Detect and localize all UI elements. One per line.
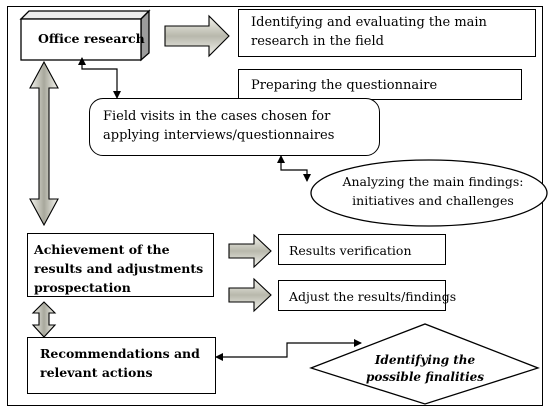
- office-research-label: Office research: [38, 31, 145, 46]
- double-arrow-office-to-achievement: [29, 60, 59, 227]
- arrow-to-adjust-results: [228, 277, 272, 313]
- preparing-questionnaire-box: [238, 69, 522, 100]
- preparing-questionnaire-label: Preparing the questionnaire: [251, 78, 438, 93]
- achievement-results-label: Achievement of the results and adjustmen…: [34, 242, 204, 295]
- recommendations-box: [27, 337, 216, 394]
- finalities-diamond: [309, 323, 540, 405]
- adjust-results-box: [278, 280, 446, 311]
- identifying-research-box: [238, 9, 536, 57]
- analyzing-ellipse: [310, 159, 548, 227]
- diagram-frame: [7, 6, 543, 406]
- arrow-to-results-verification: [228, 233, 272, 269]
- identifying-research-label: Identifying and evaluating the main rese…: [251, 15, 487, 49]
- connector-fieldvisits-to-analyzing: [277, 155, 311, 182]
- office-research-box: [19, 9, 151, 62]
- results-verification-label: Results verification: [289, 243, 412, 258]
- analyzing-findings-label: Analyzing the main findings: initiatives…: [342, 174, 524, 209]
- connector-recommendations-to-finalities: [215, 339, 362, 361]
- recommendations-label: Recommendations and relevant actions: [40, 346, 200, 380]
- adjust-results-label: Adjust the results/findings: [289, 289, 457, 304]
- results-verification-box: [278, 234, 446, 265]
- arrow-office-to-identifying: [164, 14, 230, 58]
- connector-office-to-fieldvisits: [78, 57, 121, 99]
- field-visits-label: Field visits in the cases chosen for app…: [103, 109, 335, 143]
- achievement-results-box: [27, 233, 214, 297]
- finalities-label: Identifying the possible finalities: [365, 353, 485, 385]
- double-arrow-achievement-to-recommendations: [31, 301, 57, 338]
- field-visits-box: [89, 98, 380, 156]
